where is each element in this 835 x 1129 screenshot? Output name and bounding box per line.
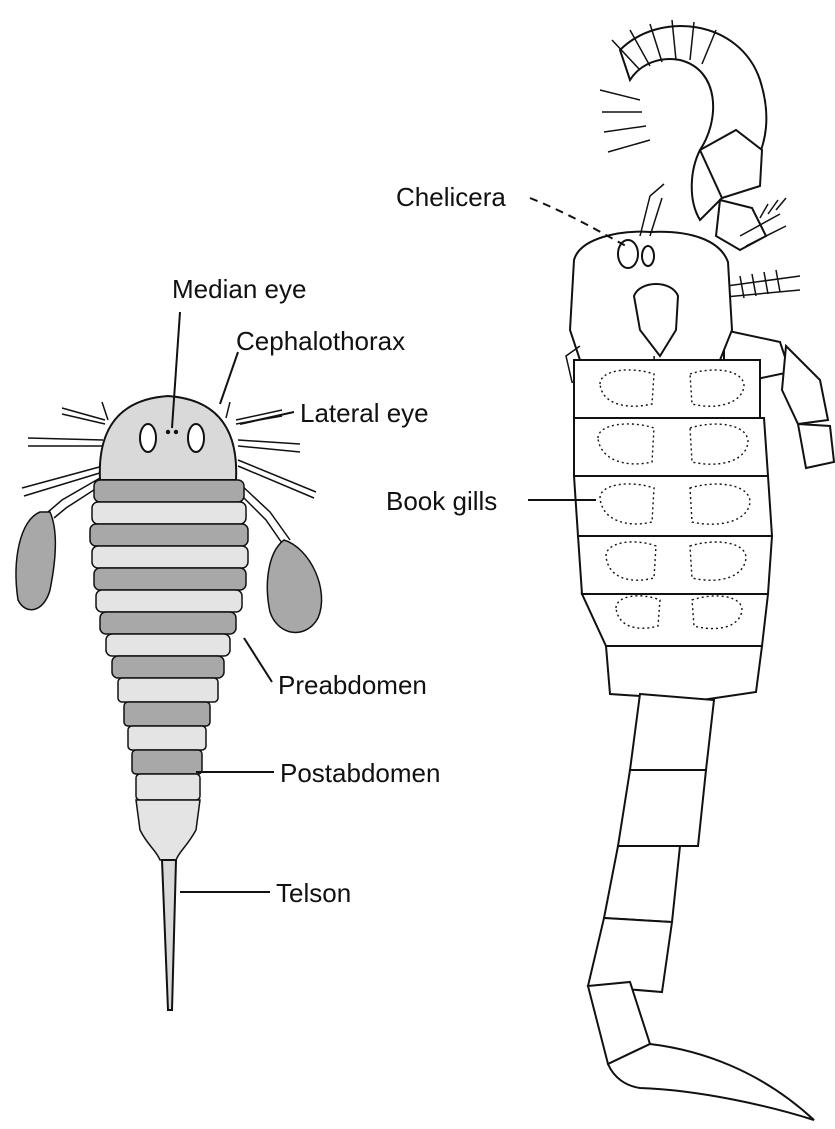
label-cephalothorax: Cephalothorax <box>236 326 405 356</box>
label-preabdomen: Preabdomen <box>278 670 427 700</box>
lateral-eye-left <box>140 424 156 452</box>
ventral-view-specimen <box>566 20 834 1120</box>
ventral-telson <box>608 1044 814 1120</box>
lateral-eye-right <box>188 424 204 452</box>
label-telson: Telson <box>276 878 351 908</box>
label-median-eye: Median eye <box>172 274 306 304</box>
label-lateral-eye: Lateral eye <box>300 398 429 428</box>
telson-spike <box>162 860 176 1010</box>
left-claw <box>16 478 100 610</box>
label-chelicera: Chelicera <box>396 182 506 212</box>
label-book-gills: Book gills <box>386 486 497 516</box>
right-claw <box>240 484 322 632</box>
preabdomen-segments <box>90 480 248 678</box>
median-eye-dot-2 <box>174 430 178 434</box>
telson-base <box>136 800 200 860</box>
postabdomen-segments <box>118 678 218 800</box>
gill-plates <box>574 360 772 646</box>
label-postabdomen: Postabdomen <box>280 758 440 788</box>
tail-segments <box>588 646 762 1064</box>
cephalothorax-shield <box>100 396 236 480</box>
median-eye-dot <box>166 430 170 434</box>
dorsal-view-specimen <box>16 396 322 1010</box>
